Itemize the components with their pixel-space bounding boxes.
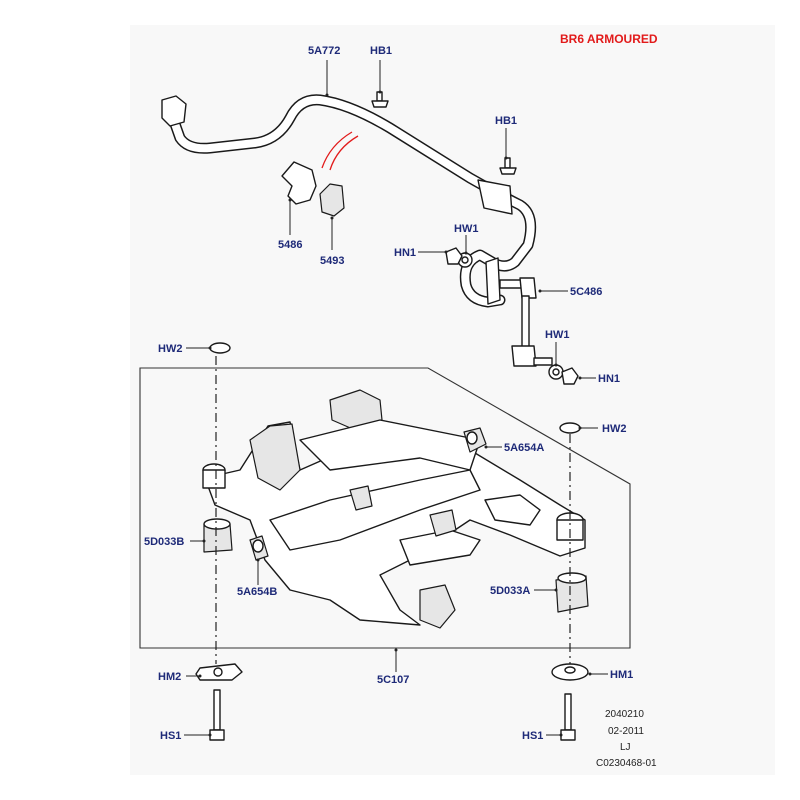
label-hw2-left: HW2 <box>158 343 182 355</box>
label-hm2: HM2 <box>158 671 181 683</box>
label-5493: 5493 <box>320 255 344 267</box>
label-5a772: 5A772 <box>308 45 340 57</box>
ref-code: C0230468-01 <box>596 758 657 769</box>
ref-number: 2040210 <box>605 709 644 720</box>
label-hb1-top-right: HB1 <box>495 115 517 127</box>
leader-lines <box>184 60 608 737</box>
bolt-hb1-top-right <box>499 157 517 175</box>
mount-hm2 <box>195 663 243 681</box>
label-5c486: 5C486 <box>570 286 602 298</box>
bolt-hs1-right <box>560 693 576 741</box>
bush-5d033a <box>555 572 589 613</box>
subframe-5c107 <box>202 389 586 629</box>
bush-5493 <box>319 183 345 217</box>
subframe-outline <box>139 367 631 649</box>
stabilizer-bar <box>161 94 537 308</box>
bush-5a654a <box>463 427 487 453</box>
label-5d033a: 5D033A <box>490 585 530 597</box>
ref-initials: LJ <box>620 742 631 753</box>
banner-text: BR6 ARMOURED <box>560 32 658 46</box>
bracket-5486 <box>281 161 317 205</box>
label-hn1-upper: HN1 <box>394 247 416 259</box>
bolt-hs1-left <box>209 689 225 741</box>
label-hs1-right: HS1 <box>522 730 543 742</box>
label-5a654a: 5A654A <box>504 442 544 454</box>
link-5c486 <box>499 277 553 367</box>
label-hn1-lower: HN1 <box>598 373 620 385</box>
mount-hm1 <box>551 663 589 681</box>
label-5486: 5486 <box>278 239 302 251</box>
bolt-hb1-top-left <box>371 91 389 108</box>
washer-hw2-left <box>209 342 231 354</box>
label-hw1-lower: HW1 <box>545 329 569 341</box>
label-5a654b: 5A654B <box>237 586 277 598</box>
label-hb1-top-left: HB1 <box>370 45 392 57</box>
ref-date: 02-2011 <box>608 726 644 737</box>
label-hw2-right: HW2 <box>602 423 626 435</box>
label-5d033b: 5D033B <box>144 536 184 548</box>
bush-5a654b <box>249 535 269 561</box>
washer-hw2-right <box>559 422 581 434</box>
label-hw1-upper: HW1 <box>454 223 478 235</box>
bush-5d033b <box>203 518 233 553</box>
highlight-arc <box>321 131 353 169</box>
nut-hn1-lower <box>561 367 579 385</box>
highlight-arc <box>329 135 359 171</box>
label-hs1-left: HS1 <box>160 730 181 742</box>
label-5c107: 5C107 <box>377 674 409 686</box>
label-hm1: HM1 <box>610 669 633 681</box>
nut-hn1-upper <box>445 247 463 265</box>
